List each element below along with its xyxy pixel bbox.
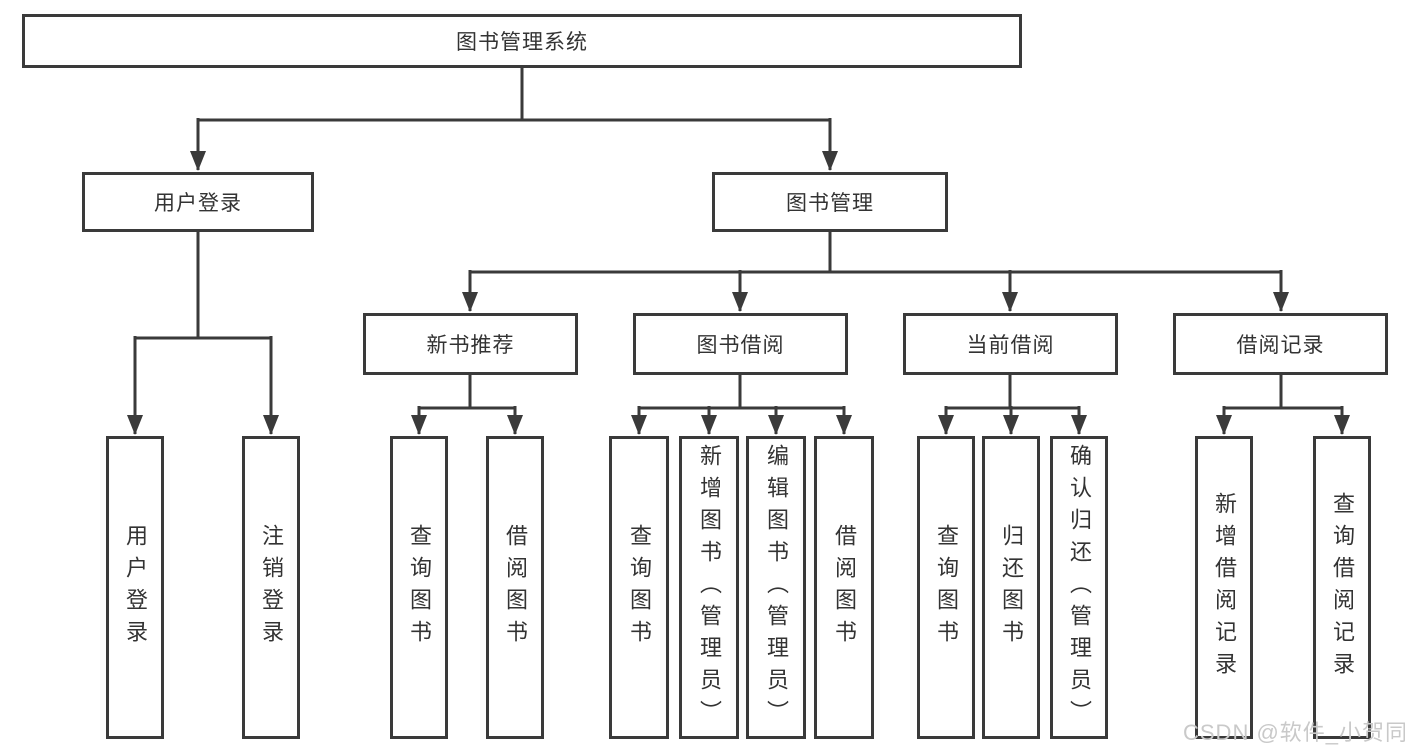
connector-new-book-trunk <box>419 375 515 410</box>
node-borrowing-records: 借阅记录 <box>1173 313 1388 375</box>
node-library-management-system: 图书管理系统 <box>22 14 1022 68</box>
node-new-book-recommend: 新书推荐 <box>363 313 578 375</box>
leaf-query-books-borrowing: 查询图书 <box>609 436 669 739</box>
leaf-label: 借阅图书 <box>503 523 528 652</box>
leaf-label: 查询借阅记录 <box>1330 491 1355 684</box>
leaf-user-login: 用户登录 <box>106 436 164 739</box>
node-label: 图书借阅 <box>696 334 785 357</box>
leaf-confirm-return-admin: 确认归还（管理员） <box>1050 436 1108 739</box>
leaf-add-books-admin: 新增图书（管理员） <box>679 436 739 739</box>
node-book-management: 图书管理 <box>712 172 948 232</box>
leaf-label: 注销登录 <box>259 523 284 652</box>
connector-borrow-records-trunk <box>1224 375 1342 410</box>
node-label: 借阅记录 <box>1236 334 1325 357</box>
leaf-label: 查询图书 <box>934 523 959 652</box>
csdn-watermark: CSDN @软件_小贺同学 <box>1183 720 1405 745</box>
node-label: 当前借阅 <box>966 334 1055 357</box>
leaf-label: 新增借阅记录 <box>1212 491 1237 684</box>
node-book-borrowing: 图书借阅 <box>633 313 848 375</box>
leaf-query-books-recommend: 查询图书 <box>390 436 448 739</box>
leaf-label: 查询图书 <box>407 523 432 652</box>
connector-book-management-trunk <box>470 232 1281 274</box>
leaf-label: 归还图书 <box>999 523 1024 652</box>
connector-root-trunk <box>198 68 830 122</box>
leaf-return-books: 归还图书 <box>982 436 1040 739</box>
leaf-label: 用户登录 <box>123 523 148 652</box>
leaf-label: 确认归还（管理员） <box>1067 443 1092 732</box>
connector-user-login-trunk <box>135 232 271 340</box>
leaf-add-borrow-record: 新增借阅记录 <box>1195 436 1253 739</box>
leaf-label: 借阅图书 <box>832 523 857 652</box>
leaf-label: 新增图书（管理员） <box>697 443 722 732</box>
leaf-borrow-books-borrowing: 借阅图书 <box>814 436 874 739</box>
leaf-label: 查询图书 <box>627 523 652 652</box>
node-user-login: 用户登录 <box>82 172 314 232</box>
node-label: 新书推荐 <box>426 334 515 357</box>
leaf-label: 编辑图书（管理员） <box>764 443 789 732</box>
connector-current-borrow-trunk <box>946 375 1079 410</box>
leaf-query-borrow-record: 查询借阅记录 <box>1313 436 1371 739</box>
node-current-borrowing: 当前借阅 <box>903 313 1118 375</box>
leaf-borrow-books-recommend: 借阅图书 <box>486 436 544 739</box>
node-label: 图书管理系统 <box>456 31 588 54</box>
node-label: 图书管理 <box>786 192 874 215</box>
leaf-edit-books-admin: 编辑图书（管理员） <box>746 436 806 739</box>
node-label: 用户登录 <box>154 192 242 215</box>
leaf-query-books-current: 查询图书 <box>917 436 975 739</box>
connector-book-borrow-trunk <box>639 375 844 410</box>
leaf-logout-login: 注销登录 <box>242 436 300 739</box>
